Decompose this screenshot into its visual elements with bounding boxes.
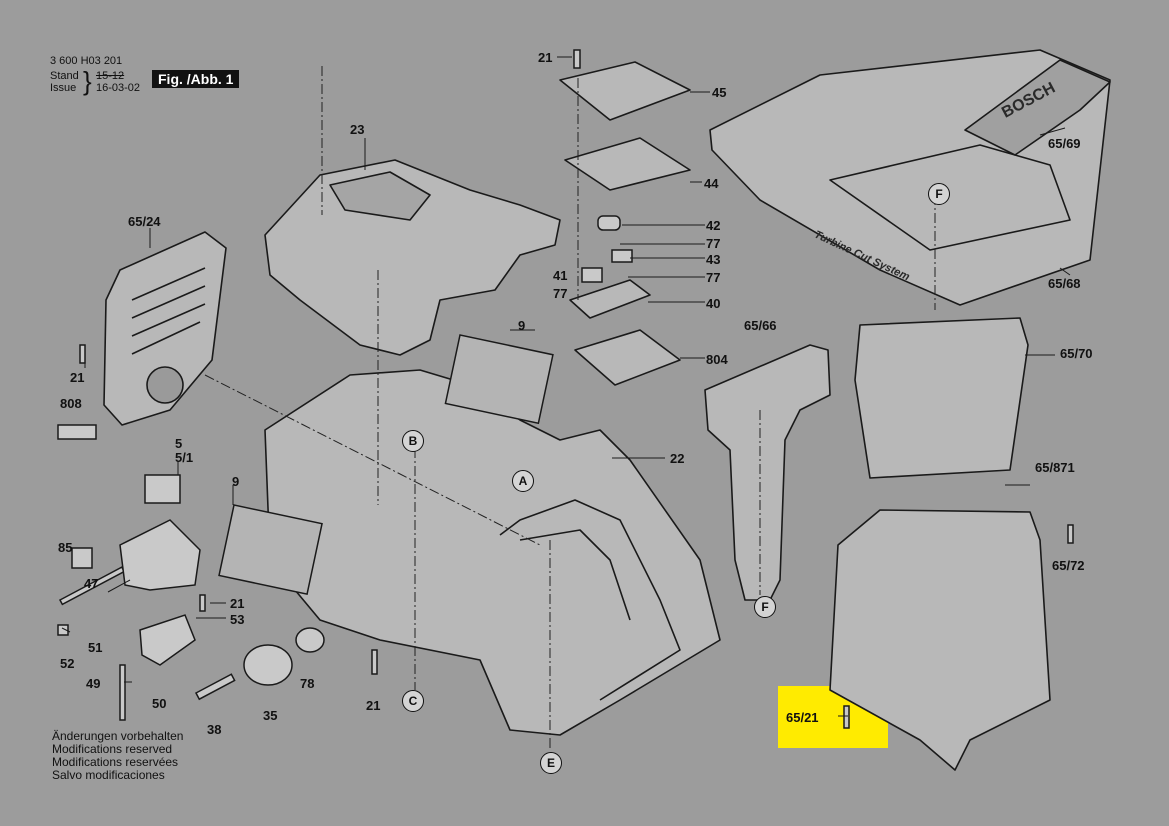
part-label: 21 — [538, 50, 553, 65]
issue-value: 16-03-02 — [96, 82, 141, 94]
note-line: Änderungen vorbehalten — [52, 729, 184, 743]
part-label: 65/70 — [1060, 346, 1093, 361]
callout-e: E — [540, 752, 562, 774]
part-screw-65-21 — [843, 705, 850, 729]
part-label: 22 — [670, 451, 685, 466]
part-label: 49 — [86, 676, 101, 691]
callout-f-bottom: F — [754, 596, 776, 618]
part-screw-21-bottom — [371, 649, 378, 675]
callout-c: C — [402, 690, 424, 712]
doc-number: 3 600 H03 201 — [50, 55, 123, 67]
part-label: 78 — [300, 676, 315, 691]
part-label: 53 — [230, 612, 245, 627]
part-label: 23 — [350, 122, 365, 137]
part-label: 42 — [706, 218, 721, 233]
part-bracket-47 — [119, 519, 201, 591]
part-label: 50 — [152, 696, 167, 711]
part-label-9-left — [218, 504, 323, 596]
part-label: 65/68 — [1048, 276, 1081, 291]
part-spring-78 — [295, 627, 325, 653]
part-cap-43 — [611, 249, 633, 263]
part-label: 35 — [263, 708, 278, 723]
part-label: 77 — [553, 286, 568, 301]
part-label: 9 — [232, 474, 240, 489]
part-label: 5/1 — [175, 450, 194, 465]
part-label: 40 — [706, 296, 721, 311]
part-screw-65-72 — [1067, 524, 1074, 544]
part-label: 77 — [706, 236, 721, 251]
stand-value: 15-12 — [96, 70, 125, 82]
modifications-notes: Änderungen vorbehalten Modifications res… — [52, 730, 183, 782]
part-screw-38 — [194, 673, 236, 701]
part-label: 65/871 — [1035, 460, 1075, 475]
part-plate-44 — [564, 137, 691, 191]
callout-b: B — [402, 430, 424, 452]
align-line-6 — [204, 374, 541, 546]
part-label: 808 — [60, 396, 82, 411]
part-plate-45 — [559, 61, 691, 121]
part-label: 51 — [88, 640, 103, 655]
stand-label: Stand — [50, 70, 79, 82]
part-label: 65/72 — [1052, 558, 1085, 573]
note-line: Salvo modificaciones — [52, 768, 165, 782]
part-label: 47 — [84, 576, 99, 591]
part-label: 41 — [553, 268, 568, 283]
part-plug-5 — [144, 474, 181, 504]
note-line: Modifications reserved — [52, 742, 173, 756]
callout-a: A — [512, 470, 534, 492]
part-label: 85 — [58, 540, 73, 555]
part-label: 9 — [518, 318, 526, 333]
part-label: 44 — [704, 176, 719, 191]
issue-label: Issue — [50, 82, 77, 94]
part-label: 45 — [712, 85, 727, 100]
part-label: 65/69 — [1048, 136, 1081, 151]
part-label: 804 — [706, 352, 728, 367]
part-screw-21-top — [573, 49, 581, 69]
part-motor-housing — [103, 231, 227, 426]
part-switch-40 — [569, 279, 651, 319]
part-label-808 — [57, 424, 97, 440]
part-board-804 — [574, 329, 681, 386]
part-basket — [854, 317, 1029, 479]
part-cap-41 — [581, 267, 603, 283]
callout-f-top: F — [928, 183, 950, 205]
part-knob-35 — [243, 644, 293, 686]
part-label-9-upper — [444, 334, 554, 425]
part-label: 65/24 — [128, 214, 161, 229]
part-rod-49 — [119, 664, 126, 721]
part-label: 21 — [70, 370, 85, 385]
part-motor-port — [146, 366, 184, 404]
brace-icon: } — [83, 66, 92, 96]
note-line: Modifications reservées — [52, 755, 179, 769]
part-main-housing — [264, 369, 721, 736]
part-clip-85 — [71, 547, 93, 569]
part-label: 5 — [175, 436, 183, 451]
part-clamp-50 — [139, 614, 196, 666]
figure-label: Fig. /Abb. 1 — [152, 70, 240, 88]
part-handle — [704, 344, 831, 601]
part-stand — [829, 509, 1051, 771]
part-upper-shell — [264, 159, 561, 356]
part-screw-21-mid — [199, 594, 206, 612]
part-label: 38 — [207, 722, 222, 737]
part-label: 21 — [366, 698, 381, 713]
part-label: 43 — [706, 252, 721, 267]
part-label: 52 — [60, 656, 75, 671]
part-knob-42 — [597, 215, 621, 231]
part-label: 77 — [706, 270, 721, 285]
part-pin-52 — [57, 624, 69, 636]
part-label: 65/21 — [786, 710, 819, 725]
part-label: 21 — [230, 596, 245, 611]
part-label: 65/66 — [744, 318, 777, 333]
part-screw-21-left — [79, 344, 86, 364]
